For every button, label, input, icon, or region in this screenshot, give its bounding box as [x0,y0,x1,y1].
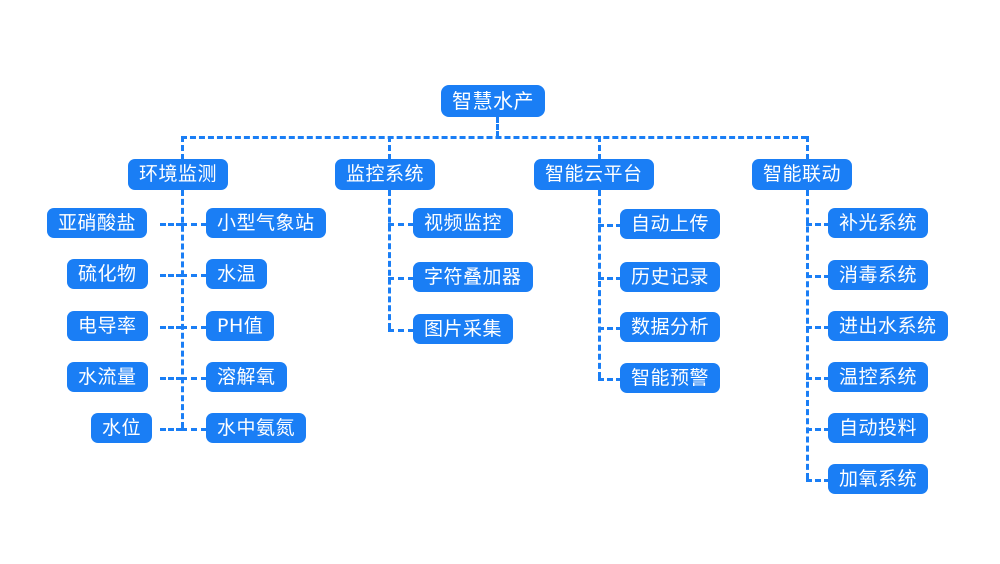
branch-node-smart-linkage[interactable]: 智能联动 [752,159,853,190]
connector-env-row4-left [160,377,182,380]
leaf-node-oxygenation[interactable]: 加氧系统 [828,464,929,494]
leaf-node-smart-alert[interactable]: 智能预警 [620,363,721,393]
connector-env-row1-left [160,223,182,226]
spine-smart-linkage [806,190,809,479]
connector-link-row6 [806,479,830,482]
leaf-node-ph-value[interactable]: PH值 [206,311,275,341]
connector-link-row3 [806,326,830,329]
connector-env-row4-right [181,377,207,380]
connector-bus-drop-linkage [806,136,809,160]
connector-link-row2 [806,275,830,278]
connector-bus-drop-monitoring [388,136,391,160]
leaf-node-nitrite[interactable]: 亚硝酸盐 [47,208,148,238]
connector-mon-row3 [388,329,414,332]
leaf-node-water-temperature[interactable]: 水温 [206,259,268,289]
leaf-node-temperature-control[interactable]: 温控系统 [828,362,929,392]
leaf-node-supplementary-light[interactable]: 补光系统 [828,208,929,238]
leaf-node-water-inlet-outlet[interactable]: 进出水系统 [828,311,948,341]
leaf-node-auto-feeding[interactable]: 自动投料 [828,413,929,443]
connector-cloud-row1 [598,224,622,227]
spine-monitoring-system [388,190,391,329]
connector-cloud-row4 [598,378,622,381]
leaf-node-video-monitoring[interactable]: 视频监控 [413,208,514,238]
leaf-node-water-level[interactable]: 水位 [91,413,153,443]
leaf-node-ammonia-nitrogen[interactable]: 水中氨氮 [206,413,307,443]
leaf-node-weather-station[interactable]: 小型气象站 [206,208,326,238]
connector-root-stem [496,117,499,137]
leaf-node-data-analysis[interactable]: 数据分析 [620,312,721,342]
connector-cloud-row3 [598,327,622,330]
leaf-node-history-record[interactable]: 历史记录 [620,262,721,292]
connector-mon-row2 [388,277,414,280]
connector-top-bus [181,136,807,139]
connector-env-row5-left [160,428,182,431]
connector-env-row5-right [181,428,207,431]
connector-env-row2-right [181,274,207,277]
branch-node-environment-monitoring[interactable]: 环境监测 [128,159,229,190]
leaf-node-conductivity[interactable]: 电导率 [67,311,148,341]
leaf-node-image-capture[interactable]: 图片采集 [413,314,514,344]
connector-bus-drop-cloud [598,136,601,160]
connector-env-row1-right [181,223,207,226]
leaf-node-dissolved-oxygen[interactable]: 溶解氧 [206,362,287,392]
branch-node-monitoring-system[interactable]: 监控系统 [335,159,436,190]
branch-node-smart-cloud-platform[interactable]: 智能云平台 [534,159,654,190]
root-node-smart-aquaculture[interactable]: 智慧水产 [441,85,545,117]
leaf-node-character-overlay[interactable]: 字符叠加器 [413,262,533,292]
spine-smart-cloud-platform [598,190,601,378]
connector-link-row1 [806,223,830,226]
leaf-node-disinfection[interactable]: 消毒系统 [828,260,929,290]
connector-mon-row1 [388,223,414,226]
connector-cloud-row2 [598,277,622,280]
connector-link-row5 [806,428,830,431]
leaf-node-water-flow[interactable]: 水流量 [67,362,148,392]
leaf-node-auto-upload[interactable]: 自动上传 [620,209,721,239]
leaf-node-sulfide[interactable]: 硫化物 [67,259,148,289]
connector-env-row2-left [160,274,182,277]
connector-env-row3-left [160,326,182,329]
spine-environment-monitoring [181,190,184,428]
connector-link-row4 [806,377,830,380]
connector-env-row3-right [181,326,207,329]
connector-bus-drop-environment [181,136,184,160]
